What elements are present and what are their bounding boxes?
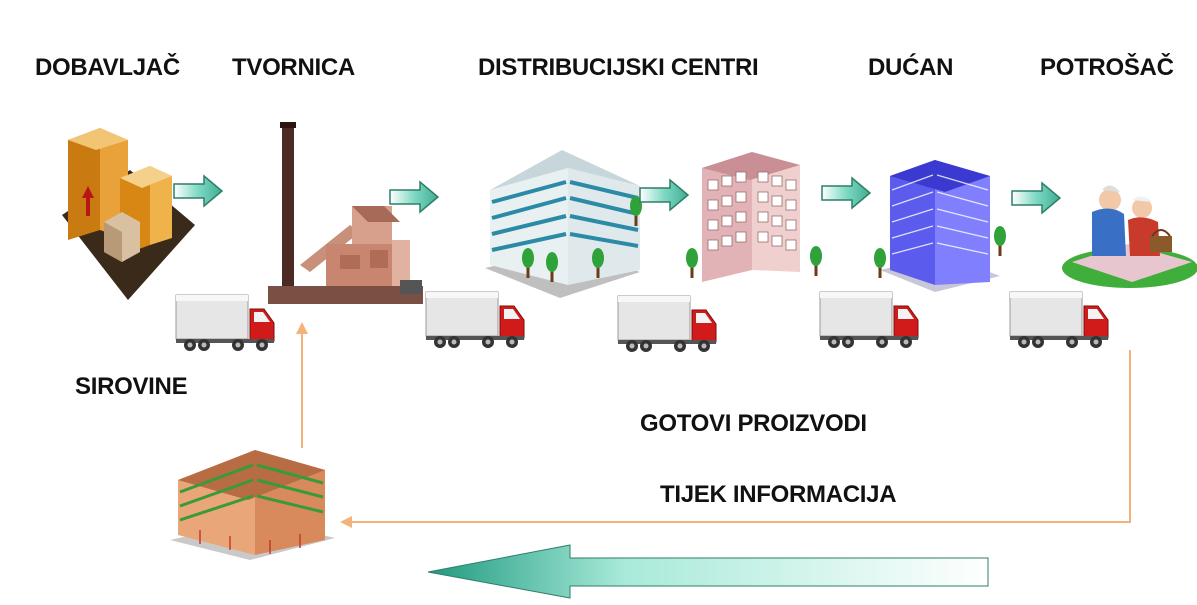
stage-label-consumer: POTROŠAČ — [1040, 54, 1174, 81]
delivery-truck-icon — [175, 294, 275, 352]
information-center-icon — [170, 450, 335, 560]
flow-arrow-distribution-shop — [639, 179, 689, 211]
information-flow-big-arrow — [427, 544, 989, 599]
factory-icon — [268, 122, 423, 304]
boxes-pallet-icon — [62, 128, 195, 300]
flow-arrow-supplier-factory — [173, 175, 223, 207]
delivery-truck-icon — [425, 291, 525, 349]
delivery-truck-icon — [819, 291, 919, 349]
shop-building-icon — [686, 152, 822, 282]
flow-arrow-factory-distribution — [389, 181, 439, 213]
stage-label-store: DUĆAN — [868, 54, 954, 81]
information-flow-lines — [301, 330, 1131, 523]
raw-materials-label: SIROVINE — [75, 373, 188, 400]
office-building-icon — [485, 150, 642, 298]
information-flow-label: TIJEK INFORMACIJA — [660, 481, 897, 508]
information-arrowhead-left — [340, 516, 352, 528]
delivery-truck-icon — [1009, 291, 1109, 349]
consumers-picnic-icon — [1062, 185, 1197, 288]
delivery-truck-icon — [617, 295, 717, 353]
blue-building-icon — [874, 160, 1006, 292]
flow-arrow-store-consumer — [1011, 182, 1061, 214]
finished-goods-label: GOTOVI PROIZVODI — [640, 410, 867, 437]
information-arrowhead-up — [296, 322, 308, 334]
stage-label-distribution: DISTRIBUCIJSKI CENTRI — [478, 54, 759, 81]
stage-label-supplier: DOBAVLJAČ — [35, 54, 180, 81]
stage-label-factory: TVORNICA — [232, 54, 355, 81]
flow-arrow-shop-store — [821, 177, 871, 209]
